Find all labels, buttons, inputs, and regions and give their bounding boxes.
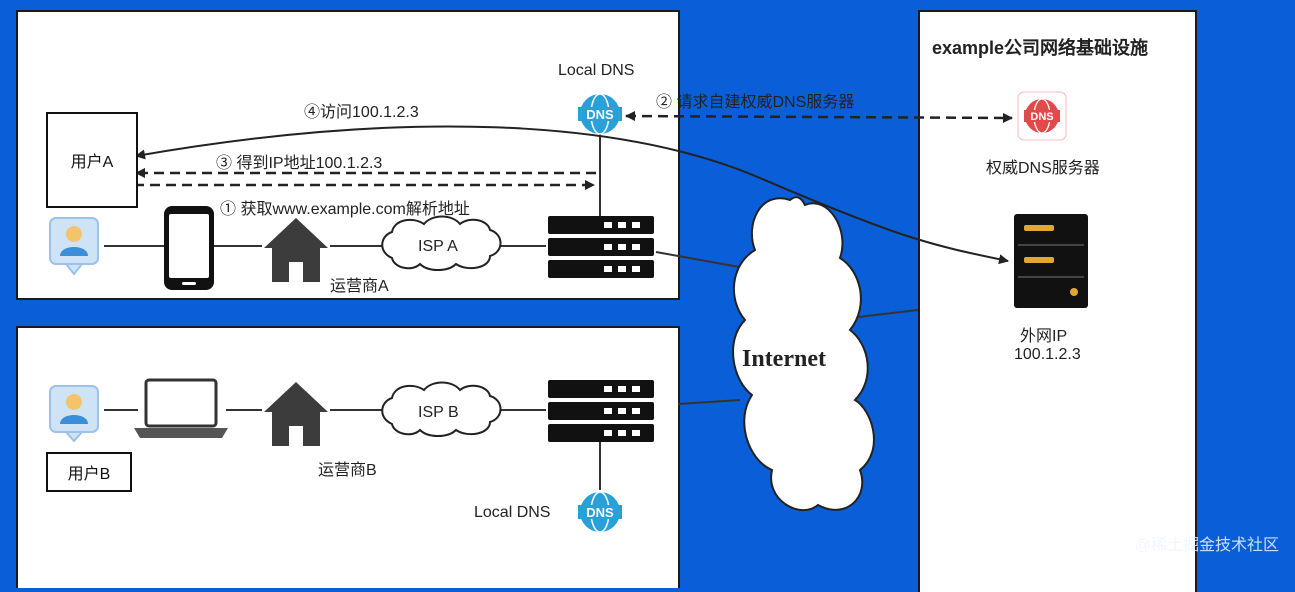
step1-num: ① — [220, 201, 237, 218]
step4-text: 访问100.1.2.3 — [320, 104, 419, 121]
step3-num: ③ — [216, 155, 233, 172]
carrier-b-house-icon — [264, 382, 328, 446]
user-avatar-a — [49, 217, 99, 276]
local-dns-b-label: Local DNS — [474, 504, 551, 521]
carrier-a-label: 运营商A — [330, 278, 389, 295]
company-title: example公司网络基础设施 — [932, 38, 1149, 58]
carrier-b-label: 运营商B — [318, 462, 377, 479]
step1-label: ① 获取www.example.com解析地址 — [220, 195, 470, 219]
auth-dns-icon-text: DNS — [1030, 111, 1053, 123]
step4-label: ④访问100.1.2.3 — [304, 98, 419, 122]
auth-dns-icon: DNS — [1017, 91, 1067, 141]
laptop-icon — [134, 378, 228, 438]
phone-icon — [164, 206, 214, 290]
external-ip-address: 100.1.2.3 — [1014, 346, 1081, 363]
external-server-icon — [1014, 214, 1088, 308]
carrier-a-house-icon — [264, 218, 328, 282]
step3-label: ③ 得到IP地址100.1.2.3 — [216, 149, 382, 173]
step2-text: 请求自建权威DNS服务器 — [676, 94, 855, 111]
step2-num: ② — [656, 94, 673, 111]
isp-b-cloud — [381, 381, 502, 437]
step2-arrow — [625, 111, 1013, 123]
step3-text: 得到IP地址100.1.2.3 — [236, 155, 383, 172]
user-b-box: 用户B — [46, 452, 132, 492]
user-a-box: 用户A — [46, 112, 138, 208]
local-dns-b-icon-text: DNS — [586, 505, 614, 520]
internet-label: Internet — [742, 346, 826, 372]
zone-b-links — [104, 399, 741, 490]
server-rack-b-icon — [548, 380, 654, 442]
step4-num: ④ — [304, 104, 321, 121]
internet-company-link — [849, 309, 919, 319]
auth-dns-label: 权威DNS服务器 — [986, 160, 1100, 177]
isp-a-label: ISP A — [418, 238, 458, 255]
network-diagram: DNS DNS DNS — [49, 91, 1088, 533]
step2-label: ② 请求自建权威DNS服务器 — [656, 88, 854, 112]
step4-arrow — [135, 125, 1009, 265]
server-rack-a-icon — [548, 216, 654, 278]
user-avatar-b — [49, 385, 99, 443]
step1-text: 获取www.example.com解析地址 — [240, 201, 470, 218]
isp-b-label: ISP B — [418, 404, 459, 421]
local-dns-a-icon: DNS — [578, 93, 622, 135]
local-dns-a-icon-text: DNS — [586, 107, 614, 122]
external-ip-label: 外网IP — [1020, 328, 1068, 345]
local-dns-b-icon: DNS — [578, 491, 622, 533]
watermark: @稀土掘金技术社区 — [1134, 537, 1279, 554]
local-dns-a-label: Local DNS — [558, 62, 635, 79]
